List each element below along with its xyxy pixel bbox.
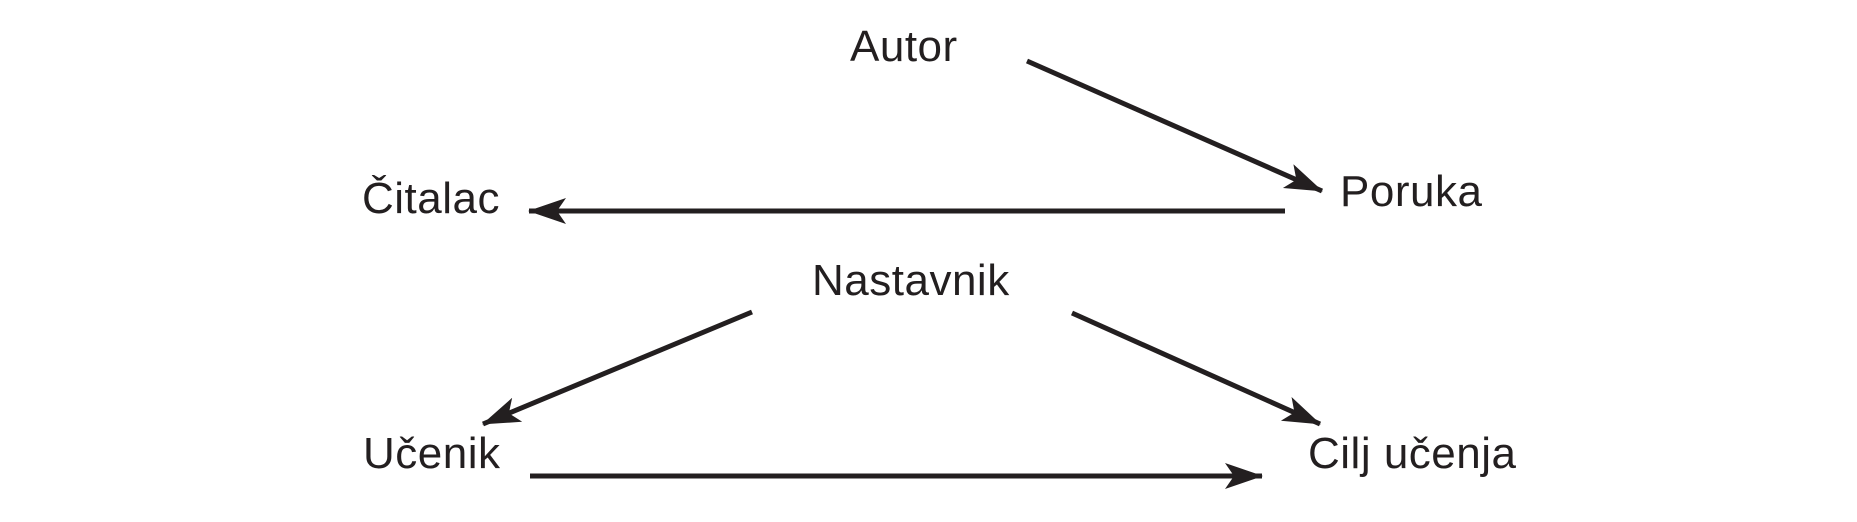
node-citalac: Čitalac xyxy=(362,174,500,223)
node-nastavnik: Nastavnik xyxy=(812,256,1010,305)
arrow-nastavnik-to-cilj-ucenja xyxy=(1070,310,1322,427)
node-autor: Autor xyxy=(850,22,958,71)
arrow-autor-to-poruka xyxy=(1025,58,1324,194)
node-ucenik: Učenik xyxy=(363,429,501,478)
node-cilj-ucenja: Cilj učenja xyxy=(1308,429,1517,478)
node-poruka: Poruka xyxy=(1340,167,1483,216)
arrow-nastavnik-to-ucenik xyxy=(482,309,753,427)
